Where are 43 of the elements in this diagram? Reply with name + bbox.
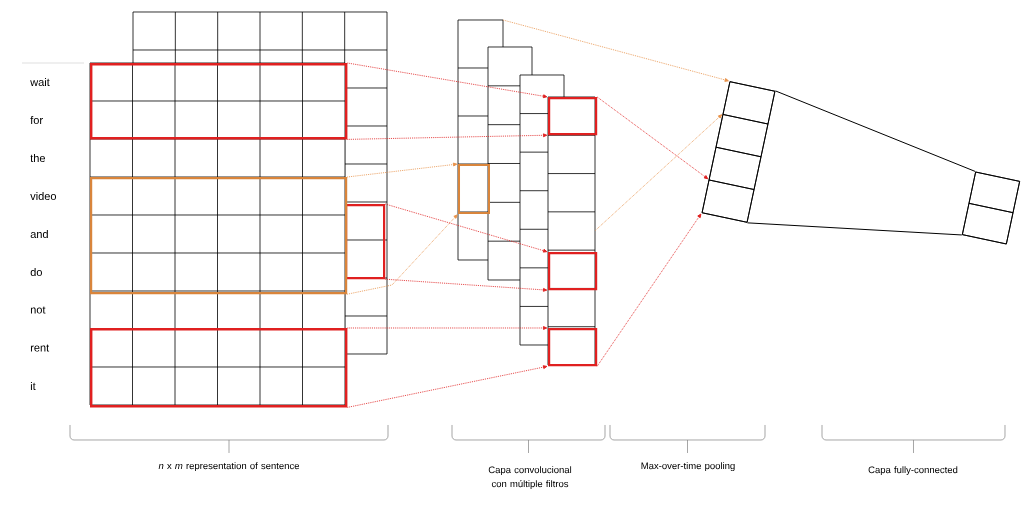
vector-cell <box>715 114 769 158</box>
dotted-arrow <box>596 96 709 180</box>
vector-cell <box>961 202 1014 245</box>
dotted-arrow <box>596 213 702 367</box>
feature-map-columns <box>457 19 596 366</box>
dotted-arrow <box>594 114 723 231</box>
highlighted-cell <box>548 252 598 291</box>
vector-cell <box>722 81 776 125</box>
dotted-arrow <box>346 365 548 408</box>
word-label: and <box>30 229 48 239</box>
word-label: for <box>30 115 43 125</box>
highlighted-cell <box>458 164 490 214</box>
filter-window <box>345 204 386 280</box>
word-label: it <box>30 381 36 390</box>
connector-line <box>746 222 963 236</box>
word-label: the <box>30 153 45 163</box>
word-label: video <box>30 191 57 201</box>
vector-cell <box>701 179 755 223</box>
dotted-arrow <box>346 62 548 99</box>
filter-window <box>90 63 348 140</box>
connector-line <box>774 90 976 172</box>
dotted-arrow <box>384 203 548 253</box>
highlighted-cell <box>548 328 598 367</box>
dotted-arrow <box>346 326 548 330</box>
caption-label: Max-over-time pooling <box>641 462 735 472</box>
word-label: wait <box>30 77 50 87</box>
dotted-arrow <box>384 278 548 292</box>
caption-label: Capa convolucional con múltiple filtros <box>488 466 572 490</box>
word-label: rent <box>30 344 50 352</box>
dotted-arrow <box>346 214 458 295</box>
vector-cell <box>968 171 1021 214</box>
dotted-arrow <box>346 162 458 178</box>
dotted-arrow <box>346 133 548 140</box>
word-label: not <box>30 306 46 314</box>
word-label: do <box>30 267 42 277</box>
dotted-arrow <box>502 19 729 82</box>
caption-label: Capa fully-connected <box>868 466 958 476</box>
caption-label: n x m representation of sentence <box>158 462 300 472</box>
highlighted-cell <box>548 97 598 136</box>
word-matrix <box>89 11 388 406</box>
filter-window <box>90 328 348 408</box>
filter-window <box>90 177 348 295</box>
vector-cell <box>708 146 762 190</box>
